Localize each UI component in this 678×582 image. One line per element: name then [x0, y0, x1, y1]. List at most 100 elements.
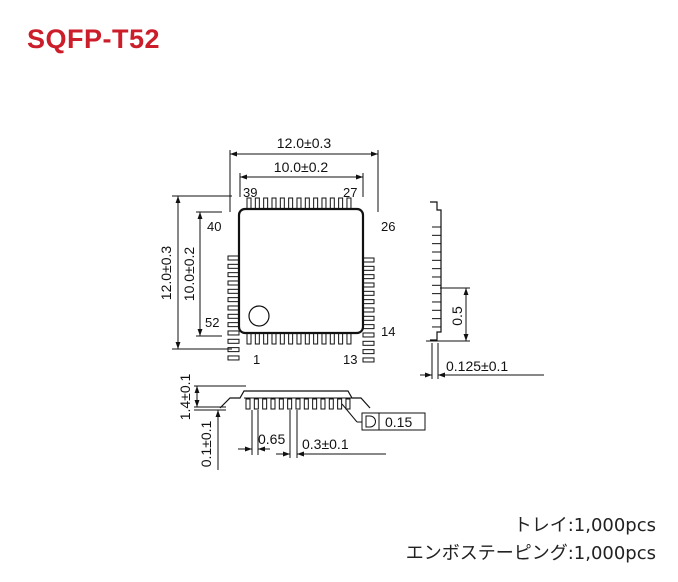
lead	[362, 299, 375, 305]
package-body	[237, 207, 365, 335]
lead	[320, 398, 326, 410]
pin-label-40: 40	[207, 219, 221, 234]
lead	[345, 398, 351, 410]
pin-label-39: 39	[243, 185, 257, 200]
dim-lead-thickness-label: 0.125±0.1	[446, 358, 508, 374]
lead	[227, 297, 240, 303]
lead	[328, 398, 334, 410]
packaging-tray: トレイ:1,000pcs	[513, 515, 656, 536]
lead	[278, 398, 284, 410]
dim-body-height-label: 1.4±0.1	[177, 373, 193, 420]
lead	[227, 263, 240, 269]
lead	[362, 340, 375, 346]
lead	[227, 255, 240, 261]
lead	[227, 313, 240, 319]
leads-top-row	[246, 197, 352, 210]
dim-inner-height-label: 10.0±0.2	[181, 247, 197, 302]
lead	[263, 197, 269, 210]
lead	[362, 324, 375, 330]
leads-left-column	[227, 255, 240, 361]
flatness-symbol	[365, 415, 376, 428]
lead	[263, 332, 269, 345]
leads-right-column	[362, 257, 375, 363]
lead	[304, 197, 310, 210]
lead	[227, 288, 240, 294]
lead	[362, 349, 375, 355]
lead	[312, 398, 318, 410]
lead	[288, 197, 294, 210]
flatness-frame	[361, 412, 426, 431]
dim-inner-width-label: 10.0±0.2	[274, 159, 329, 175]
side-view	[420, 201, 544, 379]
lead	[227, 322, 240, 328]
lead	[296, 197, 302, 210]
lead	[227, 355, 240, 361]
lead	[271, 332, 277, 345]
lead	[227, 280, 240, 286]
lead	[362, 274, 375, 280]
lead	[313, 197, 319, 210]
dim-lead-length-label: 0.5	[449, 306, 465, 326]
pin-label-26: 26	[381, 219, 395, 234]
lead	[362, 315, 375, 321]
lead	[321, 197, 327, 210]
lead	[329, 197, 335, 210]
lead	[295, 398, 301, 410]
pin-label-13: 13	[343, 352, 357, 367]
packaging-emboss-tape: エンボステーピング:1,000pcs	[405, 543, 656, 564]
lead	[279, 332, 285, 345]
flatness-value: 0.15	[385, 414, 412, 430]
lead	[227, 347, 240, 353]
front-view	[194, 385, 426, 470]
dim-standoff-label: 0.1±0.1	[198, 420, 214, 467]
lead	[321, 332, 327, 345]
lead	[329, 332, 335, 345]
dim-pitch-label: 0.65	[258, 431, 285, 447]
package-title: SQFP-T52	[27, 24, 161, 54]
pin-label-27: 27	[343, 185, 357, 200]
lead	[227, 305, 240, 311]
side-view-outline	[430, 201, 442, 341]
side-view-lead-stubs	[432, 226, 441, 328]
lead	[227, 330, 240, 336]
lead	[262, 398, 268, 410]
lead	[271, 197, 277, 210]
pin-label-52: 52	[205, 315, 219, 330]
lead	[254, 332, 260, 345]
lead	[296, 332, 302, 345]
lead	[362, 257, 375, 263]
lead	[245, 398, 251, 410]
dim-lead-width-label: 0.3±0.1	[302, 436, 349, 452]
flatness-leader	[341, 403, 358, 423]
front-view-outline	[219, 390, 371, 409]
top-view	[172, 150, 379, 363]
lead	[362, 357, 375, 363]
lead	[362, 290, 375, 296]
lead	[227, 272, 240, 278]
lead	[337, 398, 343, 410]
lead	[253, 398, 259, 410]
lead	[346, 332, 352, 345]
lead	[362, 282, 375, 288]
lead	[313, 332, 319, 345]
leads-bottom-row	[246, 332, 352, 345]
lead	[246, 332, 252, 345]
lead	[287, 398, 293, 410]
lead	[288, 332, 294, 345]
pin-label-14: 14	[381, 324, 395, 339]
lead	[270, 398, 276, 410]
lead	[279, 197, 285, 210]
front-view-leads	[245, 398, 351, 410]
lead	[227, 338, 240, 344]
dim-outer-height-label: 12.0±0.3	[158, 246, 174, 301]
lead	[362, 265, 375, 271]
packaging-info: トレイ:1,000pcs エンボステーピング:1,000pcs	[406, 512, 656, 568]
lead	[338, 332, 344, 345]
lead	[362, 307, 375, 313]
dim-outer-width-label: 12.0±0.3	[277, 135, 332, 151]
lead	[304, 332, 310, 345]
pin1-index-mark	[248, 305, 270, 327]
pin-label-1: 1	[253, 352, 260, 367]
lead	[303, 398, 309, 410]
